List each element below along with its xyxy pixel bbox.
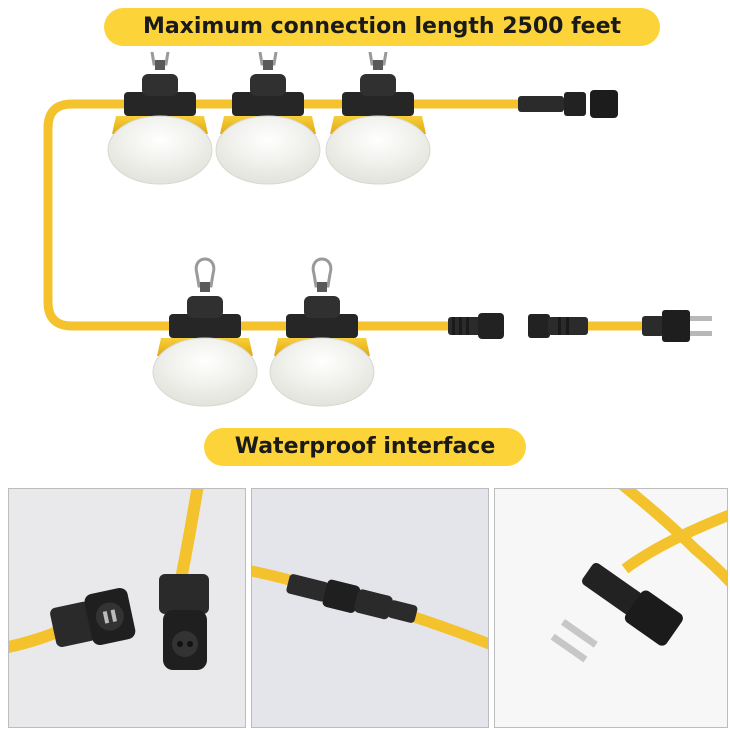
headline-banner: Maximum connection length 2500 feet	[104, 8, 660, 46]
cable	[43, 99, 520, 331]
waterproof-connector-icon	[448, 313, 504, 339]
photo-panel-separated-connectors	[8, 488, 246, 728]
waterproof-connector-icon	[528, 314, 588, 338]
section-banner: Waterproof interface	[204, 428, 526, 466]
light-string-diagram	[43, 52, 712, 408]
waterproof-connector-icon	[286, 574, 418, 623]
waterproof-connector-icon	[159, 574, 209, 670]
lamp-icon	[324, 52, 432, 186]
lamp-icon	[214, 52, 322, 186]
photo-panel-plug	[494, 488, 728, 728]
plug-icon	[642, 310, 712, 342]
lamp-icon	[268, 257, 376, 408]
lamp-icon	[106, 52, 214, 186]
plug-prongs	[550, 619, 598, 663]
plug-icon	[582, 562, 683, 646]
photo-panel-joined-connector	[251, 488, 489, 728]
waterproof-connector-icon	[518, 90, 618, 118]
lamp-icon	[151, 257, 259, 408]
waterproof-connector-icon	[50, 587, 136, 648]
